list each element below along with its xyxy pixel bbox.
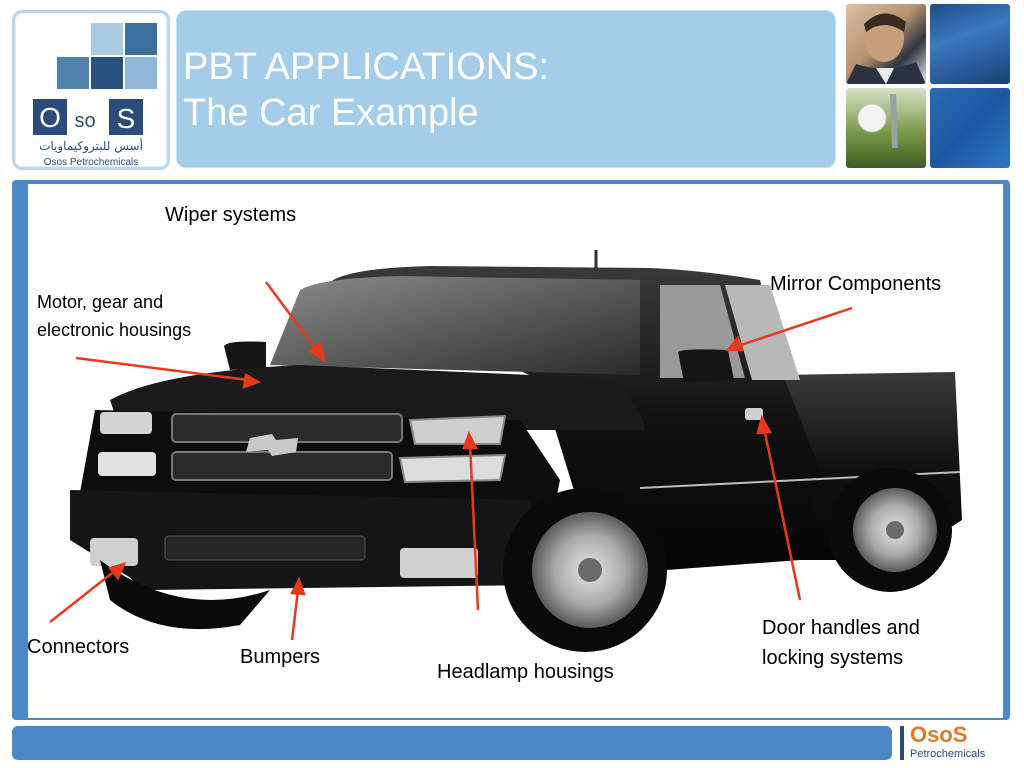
label-motor-line-2: electronic housings bbox=[37, 320, 192, 340]
footer-bar bbox=[12, 726, 892, 760]
arrow-door-icon bbox=[756, 414, 802, 601]
footer-logo: OsoS Petrochemicals bbox=[900, 722, 1012, 764]
footer-logo-word: OsoS bbox=[910, 722, 968, 747]
golf-photo bbox=[846, 88, 926, 168]
arrow-mirror-icon bbox=[725, 306, 853, 352]
page-title: PBT APPLICATIONS: The Car Example bbox=[183, 44, 549, 136]
businessman-photo bbox=[846, 4, 926, 84]
label-headlamp-housings: Headlamp housings bbox=[437, 661, 614, 683]
logo-english-text: Osos Petrochemicals bbox=[43, 157, 139, 168]
label-door-line-1: Door handles and bbox=[762, 617, 920, 639]
arrow-wiper-icon bbox=[264, 281, 326, 363]
svg-text:O: O bbox=[39, 102, 61, 133]
label-motor-housings: Motor, gear and electronic housings bbox=[37, 288, 191, 344]
svg-text:S: S bbox=[117, 103, 136, 134]
blue-leather-photo bbox=[930, 4, 1010, 84]
company-logo: O so S أسس للبتروكيماويات Osos Petrochem… bbox=[12, 10, 170, 170]
logo-square bbox=[91, 57, 123, 89]
logo-arabic-text: أسس للبتروكيماويات bbox=[39, 139, 143, 153]
label-door-line-2: locking systems bbox=[762, 647, 904, 669]
svg-text:so: so bbox=[74, 110, 95, 132]
label-door-handles: Door handles and locking systems bbox=[762, 613, 920, 673]
arrow-motor-icon bbox=[75, 356, 261, 389]
label-bumpers: Bumpers bbox=[240, 646, 321, 668]
pickup-truck-icon bbox=[70, 250, 962, 652]
logo-square bbox=[91, 23, 123, 55]
logo-square bbox=[125, 23, 157, 55]
label-mirror-components: Mirror Components bbox=[770, 273, 942, 295]
title-line-2: The Car Example bbox=[183, 92, 479, 134]
blue-abstract-photo bbox=[930, 88, 1010, 168]
label-motor-line-1: Motor, gear and bbox=[37, 292, 164, 312]
logo-square bbox=[125, 57, 157, 89]
title-bar bbox=[176, 10, 836, 168]
label-wiper-systems: Wiper systems bbox=[165, 204, 297, 226]
label-connectors: Connectors bbox=[27, 636, 130, 658]
arrow-bumper-icon bbox=[289, 576, 306, 641]
logo-wordmark-icon: O so S bbox=[33, 99, 143, 135]
arrow-connector-icon bbox=[49, 562, 127, 623]
footer-logo-divider bbox=[900, 726, 904, 760]
arrow-headlamp-icon bbox=[462, 430, 480, 611]
title-line-1: PBT APPLICATIONS: bbox=[183, 46, 550, 88]
logo-square bbox=[57, 57, 89, 89]
footer-logo-sub: Petrochemicals bbox=[910, 748, 986, 760]
callout-arrows bbox=[49, 281, 853, 641]
header-photo-grid bbox=[846, 4, 1010, 168]
